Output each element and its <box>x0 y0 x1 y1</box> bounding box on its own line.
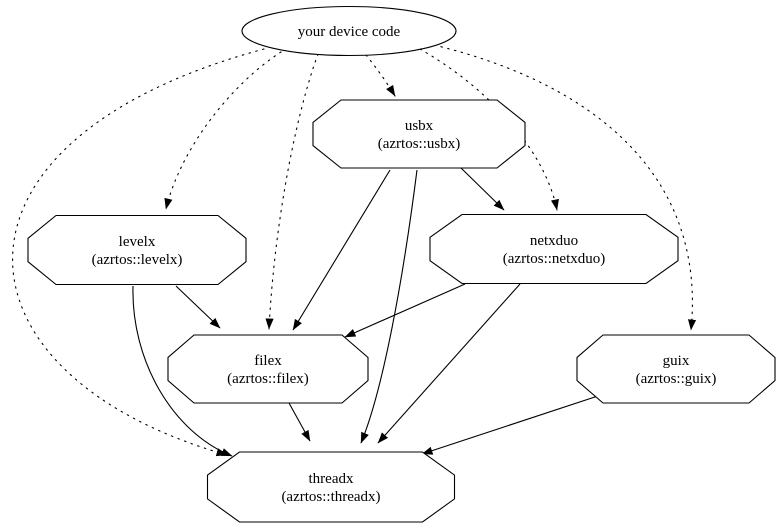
node-device_code: your device code <box>241 5 457 57</box>
device_code-shape <box>241 5 457 57</box>
edge-usbx-to-netxduo <box>460 167 505 211</box>
edge-guix-to-threadx <box>421 391 611 455</box>
filex-label: filex <box>254 353 282 369</box>
edge-device_code-to-usbx <box>365 54 396 97</box>
node-threadx: threadx(azrtos::threadx) <box>206 451 456 523</box>
filex-shape <box>167 334 369 404</box>
edge-device_code-to-levelx <box>164 51 282 210</box>
device_code-label: your device code <box>298 24 401 40</box>
node-usbx: usbx(azrtos::usbx) <box>312 99 526 169</box>
filex-sublabel: (azrtos::filex) <box>227 371 309 387</box>
usbx-shape <box>312 99 526 169</box>
threadx-sublabel: (azrtos::threadx) <box>281 489 380 505</box>
levelx-sublabel: (azrtos::levelx) <box>92 252 183 268</box>
node-netxduo: netxduo(azrtos::netxduo) <box>429 213 679 285</box>
edges-layer <box>12 44 697 457</box>
edge-levelx-to-threadx <box>132 285 233 457</box>
edge-device_code-to-threadx <box>12 48 265 457</box>
edge-device_code-to-guix <box>433 44 697 331</box>
edge-usbx-to-threadx <box>360 169 418 444</box>
nodes-layer: your device codeusbx(azrtos::usbx)levelx… <box>27 5 776 523</box>
edge-usbx-to-filex <box>292 169 391 331</box>
node-filex: filex(azrtos::filex) <box>167 334 369 404</box>
edge-levelx-to-filex <box>175 285 221 329</box>
guix-shape <box>576 334 776 404</box>
netxduo-shape <box>429 213 679 285</box>
threadx-label: threadx <box>309 471 354 487</box>
edge-filex-to-threadx <box>288 402 311 442</box>
levelx-label: levelx <box>119 234 156 250</box>
node-levelx: levelx(azrtos::levelx) <box>27 214 247 286</box>
usbx-sublabel: (azrtos::usbx) <box>378 136 460 152</box>
netxduo-label: netxduo <box>530 233 578 249</box>
edge-device_code-to-filex <box>265 53 319 330</box>
guix-sublabel: (azrtos::guix) <box>636 371 717 387</box>
edge-netxduo-to-filex <box>344 283 466 338</box>
edge-netxduo-to-threadx <box>377 283 521 444</box>
threadx-shape <box>206 451 456 523</box>
guix-label: guix <box>663 353 690 369</box>
netxduo-sublabel: (azrtos::netxduo) <box>503 251 605 267</box>
node-guix: guix(azrtos::guix) <box>576 334 776 404</box>
usbx-label: usbx <box>405 118 434 134</box>
levelx-shape <box>27 214 247 286</box>
